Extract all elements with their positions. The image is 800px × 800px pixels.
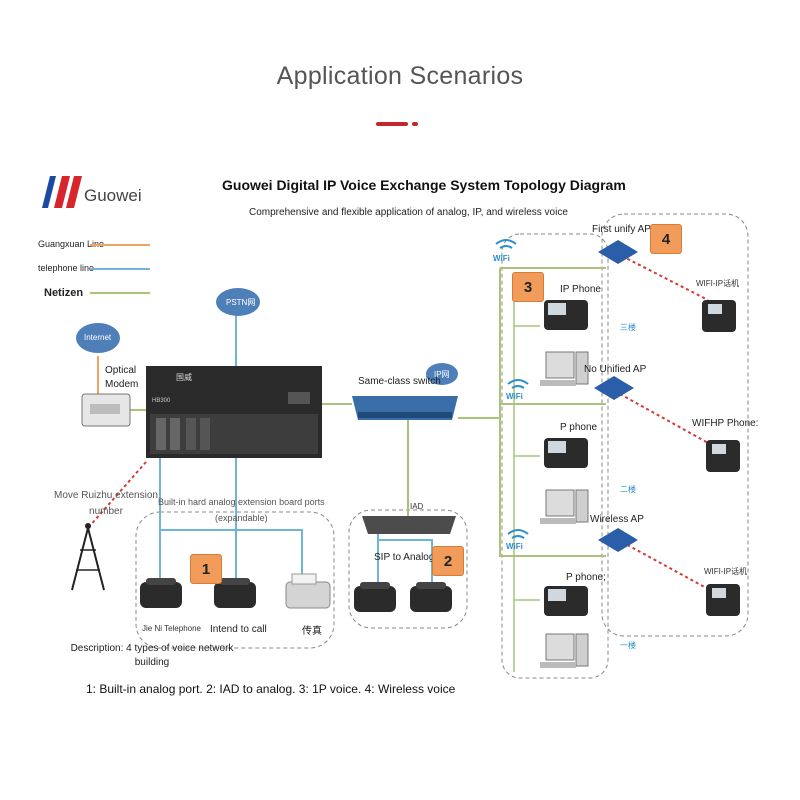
phone-jieni-label: Jie Ni Telephone: [142, 624, 202, 633]
wifi-phone-icon-3: [706, 584, 740, 616]
pc-icon-1: [540, 351, 589, 386]
ipnet-label: IP网: [434, 370, 450, 379]
ip-phone-2-label: P phone: [560, 422, 598, 433]
logo-text: Guowei: [84, 186, 142, 205]
analog-phone-icon-1: [140, 578, 182, 608]
analog-phone-icon-2: [214, 578, 256, 608]
iad-label: IAD: [410, 502, 424, 511]
optical-modem-label: Optical Modem: [105, 365, 139, 390]
group-analog-box: [135, 511, 335, 649]
wifi-phone-3-label: WIFI-IP话机: [704, 567, 748, 576]
sip-analog-label: SIP to Analog: [374, 552, 435, 563]
guowei-logo: [40, 172, 84, 210]
pstn-cloud: [216, 288, 260, 316]
device-brand-label: 国威: [176, 373, 192, 382]
badge-3: 3: [512, 272, 544, 302]
title-underline: [376, 122, 408, 126]
wifi-label-1: WiFi: [493, 254, 510, 263]
page-title: Application Scenarios: [276, 62, 524, 90]
switch-label: Same-class switch: [358, 376, 441, 387]
ip-cloud: [426, 363, 458, 385]
wifi-link-2: [619, 393, 711, 445]
ap-nonunified-label: No Unified AP: [584, 364, 647, 375]
fax-icon: [285, 573, 331, 609]
ip-phone-icon-2: [544, 438, 588, 468]
phone-intend-label: Intend to call: [210, 624, 267, 635]
internet-cloud: [76, 323, 120, 353]
badge-2: 2: [432, 546, 464, 576]
line-ext-3: [160, 529, 303, 580]
ip-phone-3-label: P phone;: [566, 572, 606, 583]
wifi-phone-1-label: WIFI-IP话机: [696, 279, 740, 288]
title-underline-dot: [412, 122, 418, 126]
device-model-label: HB300: [152, 398, 171, 404]
pc-icon-3: [540, 633, 589, 668]
floor-3-label: 三楼: [620, 323, 636, 332]
analog-phone-icon-3: [354, 582, 396, 612]
wifi-phone-icon-1: [702, 300, 736, 332]
group-ip-box: [501, 233, 609, 679]
legend-label-guangxuan: Guangxuan Line: [38, 239, 105, 249]
legend-line-netizen: [90, 292, 150, 294]
legend-line-guangxuan: [90, 244, 150, 246]
mobile-extension-label: Move Ruizhu extension number: [54, 490, 158, 517]
ip-phone-icon-3: [544, 586, 588, 616]
mobile-link: [87, 461, 147, 529]
analog-phone-icon-4: [410, 582, 452, 612]
access-point-icon-3: [598, 528, 638, 552]
summary-text: 1: Built-in analog port. 2: IAD to analo…: [86, 682, 456, 696]
logo-mark-icon: [42, 176, 82, 208]
access-point-icon-2: [594, 376, 634, 400]
pstn-label: PSTN网: [226, 298, 256, 307]
wifi-phone-2-label: WIFHP Phone:: [692, 418, 759, 429]
board-ports-label: Built-in hard analog extension board por…: [158, 497, 325, 523]
floor-2-label: 二楼: [620, 485, 636, 494]
badge-1: 1: [190, 554, 222, 584]
ip-phone-icon-1: [544, 300, 588, 330]
wifi-icon-2: [507, 379, 529, 389]
internet-label: Internet: [84, 333, 112, 342]
legend-line-telephone: [90, 268, 150, 270]
floor-1-label: 一楼: [620, 641, 636, 650]
description-text: Description: 4 types of voice network bu…: [70, 643, 234, 668]
badge-4: 4: [650, 224, 682, 254]
wifi-label-2: WiFi: [506, 392, 523, 401]
pc-icon-2: [540, 489, 589, 524]
diagram-subtitle: Comprehensive and flexible application o…: [249, 207, 568, 218]
wifi-link-1: [621, 255, 709, 301]
access-point-icon-1: [598, 240, 638, 264]
wifi-icon-1: [495, 239, 517, 249]
wifi-label-3: WiFi: [506, 542, 523, 551]
ap-first-label: First unify AP: [592, 224, 651, 235]
wifi-phone-icon-2: [706, 440, 740, 472]
legend-label-telephone: telephone line: [38, 263, 95, 273]
antenna-tower-icon: [71, 523, 105, 591]
wifi-icon-3: [507, 529, 529, 539]
iad-device-icon: [362, 516, 456, 534]
legend-label-netizen: Netizen: [44, 287, 84, 299]
ip-phone-1-label: IP Phone: [560, 284, 601, 295]
group-wifi-box: [601, 213, 749, 637]
wifi-link-3: [621, 541, 711, 591]
diagram-title: Guowei Digital IP Voice Exchange System …: [222, 177, 626, 193]
ap-wireless-label: Wireless AP: [590, 514, 644, 525]
fax-label: 传真: [302, 626, 322, 637]
